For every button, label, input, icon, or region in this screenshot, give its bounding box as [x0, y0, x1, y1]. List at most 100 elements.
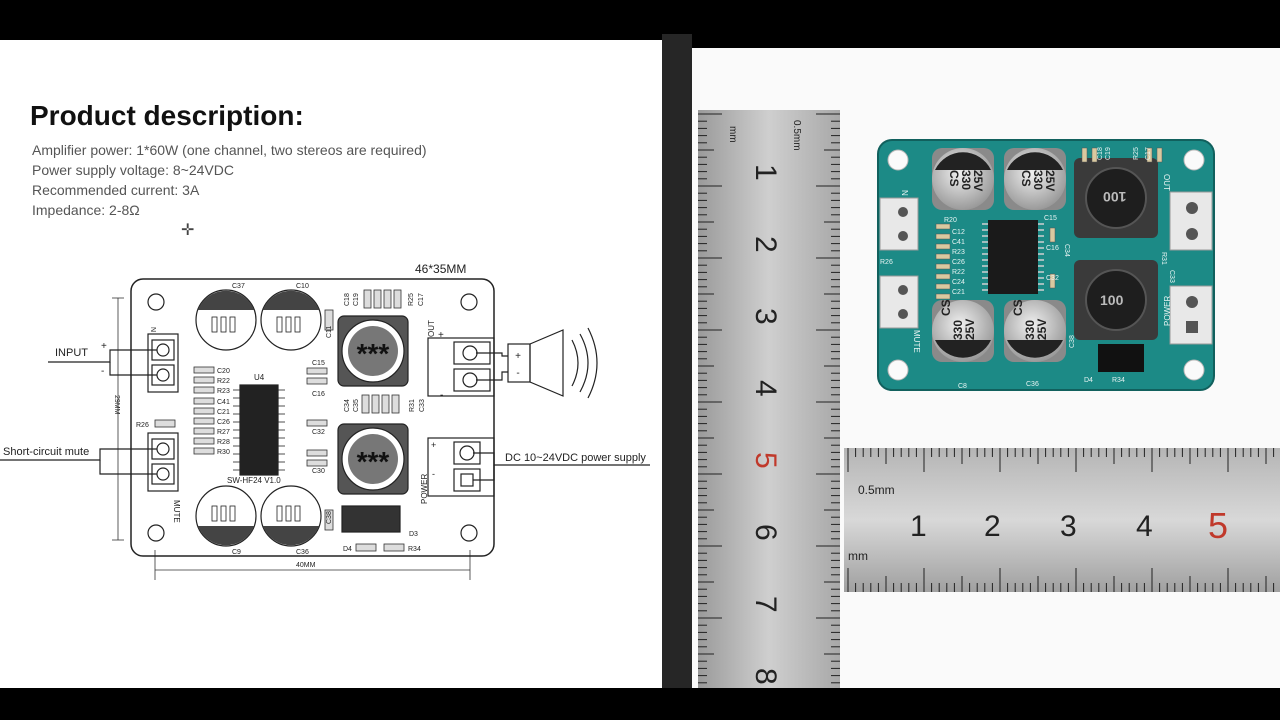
label-c26: C26: [217, 419, 230, 426]
hruler-number-5: 5: [1208, 505, 1228, 546]
inductor-bottom-mark: ***: [357, 446, 390, 477]
label-c15: C15: [312, 360, 325, 367]
pcb-smd-components: [935, 147, 1163, 300]
label-c38: C38: [326, 511, 333, 524]
pcb-label-c19: C19: [1105, 147, 1112, 160]
pcb-label-c21: C21: [952, 289, 965, 296]
spec-impedance: Impedance: 2-8Ω: [32, 202, 140, 218]
pcb-capacitor-4: [1004, 300, 1066, 362]
vruler-number-7: 7: [749, 596, 782, 613]
label-c37: C37: [232, 283, 245, 290]
label-r31: R31: [409, 399, 416, 412]
pcb-chip: [982, 220, 1044, 294]
smd-column-left: [193, 366, 215, 455]
pcb-label-c12: C12: [952, 229, 965, 236]
smd-d4: [355, 543, 377, 552]
short-circuit-mute-label: Short-circuit mute: [3, 446, 89, 458]
pcb-label-r26: R26: [880, 259, 893, 266]
pcb-label-power: POWER: [1163, 296, 1172, 326]
product-photo: mm 0.5mm 1 2 3 4 5 6 7 8 0.5mm mm 1 2 3 …: [698, 110, 1280, 688]
hruler-number-2: 2: [984, 510, 1001, 543]
label-c18: C18: [344, 293, 351, 306]
cap2-value: 330: [1031, 170, 1045, 190]
smd-r26: [154, 419, 176, 428]
spec-supply-voltage: Power supply voltage: 8~24VDC: [32, 162, 234, 178]
label-c20: C20: [217, 368, 230, 375]
input-plus: +: [101, 341, 107, 352]
mount-hole: [147, 524, 165, 542]
label-c41: C41: [217, 399, 230, 406]
pcb-label-d4: D4: [1084, 377, 1093, 384]
pcb-label-out: OUT: [1162, 174, 1171, 191]
pcb-label-c8: C8: [958, 383, 967, 390]
inductor-top: [337, 315, 409, 387]
vruler-number-2: 2: [749, 236, 782, 253]
label-c35: C35: [353, 399, 360, 412]
label-c36: C36: [296, 549, 309, 556]
pcb-label-r25: R25: [1133, 147, 1140, 160]
pcb-label-c17: C17: [1145, 147, 1152, 160]
label-r34: R34: [408, 546, 421, 553]
pcb-label-mute: MUTE: [912, 330, 921, 353]
speaker-minus: -: [516, 368, 519, 379]
vruler-number-3: 3: [749, 308, 782, 325]
dc-supply-label: DC 10~24VDC power supply: [505, 452, 646, 464]
pcb-label-c34: C34: [1063, 244, 1070, 257]
cap1-value: 330: [959, 170, 973, 190]
description-panel: Product description: Amplifier power: 1*…: [0, 40, 662, 688]
pcb-connector-power: [1169, 285, 1213, 345]
label-board-id: SW-HF24 V1.0: [227, 476, 281, 485]
label-c10: C10: [296, 283, 309, 290]
pcb-inductor-bottom-value: 100: [1100, 292, 1124, 308]
vertical-ruler-unit: mm: [727, 126, 738, 143]
cap1-brand: CS: [947, 170, 961, 187]
board-outline: [130, 278, 495, 557]
pcb-label-c32: C32: [1046, 275, 1059, 282]
speaker-plus: +: [515, 351, 521, 362]
pcb-label-c33: C33: [1168, 270, 1175, 283]
description-heading: Product description:: [30, 100, 304, 131]
speaker-wires: [476, 352, 508, 381]
out-plus: +: [438, 330, 444, 341]
label-r28: R28: [217, 439, 230, 446]
dimension-lines: [112, 297, 471, 580]
label-c33: C33: [419, 399, 426, 412]
vruler-number-6: 6: [749, 524, 782, 541]
pcb-label-c36: C36: [1026, 381, 1039, 388]
label-u4: U4: [254, 373, 265, 382]
board-diagram: 46*35MM 40MM 29MM C37: [0, 262, 650, 580]
out-minus: -: [440, 390, 443, 401]
power-wires: [473, 452, 650, 481]
capacitor-c10: [260, 289, 322, 351]
pcb-connector-input: [879, 197, 919, 251]
vruler-number-4: 4: [749, 380, 782, 397]
mount-hole: [147, 293, 165, 311]
power-minus: -: [432, 469, 435, 479]
horizontal-ruler: [844, 448, 1280, 592]
capacitor-c9: [195, 485, 257, 547]
pcb-label-c24: C24: [952, 279, 965, 286]
vertical-ruler: [698, 110, 840, 688]
spec-recommended-current: Recommended current: 3A: [32, 182, 200, 198]
horizontal-ruler-unit: mm: [848, 549, 868, 563]
label-d3: D3: [409, 531, 418, 538]
input-connector: [147, 333, 179, 393]
pcb-label-c26: C26: [952, 259, 965, 266]
pcb-inductor-top-value: 100: [1103, 189, 1127, 205]
power-label: POWER: [420, 474, 429, 504]
spec-amplifier-power: Amplifier power: 1*60W (one channel, two…: [32, 142, 427, 158]
label-r30: R30: [217, 449, 230, 456]
cap3-voltage: 25V: [963, 319, 977, 340]
capacitor-c37: [195, 289, 257, 351]
vruler-number-8: 8: [749, 668, 782, 685]
pcb-inductor-top: [1074, 158, 1158, 238]
label-c17: C17: [418, 293, 425, 306]
label-c32: C32: [312, 429, 325, 436]
label-r22: R22: [217, 378, 230, 385]
board-size-label: 46*35MM: [415, 262, 466, 276]
cap4-voltage: 25V: [1035, 319, 1049, 340]
label-c30: C30: [312, 468, 325, 475]
cap3-brand: CS: [939, 299, 953, 316]
diode-d3: [341, 505, 401, 533]
inductor-top-mark: ***: [357, 338, 390, 369]
